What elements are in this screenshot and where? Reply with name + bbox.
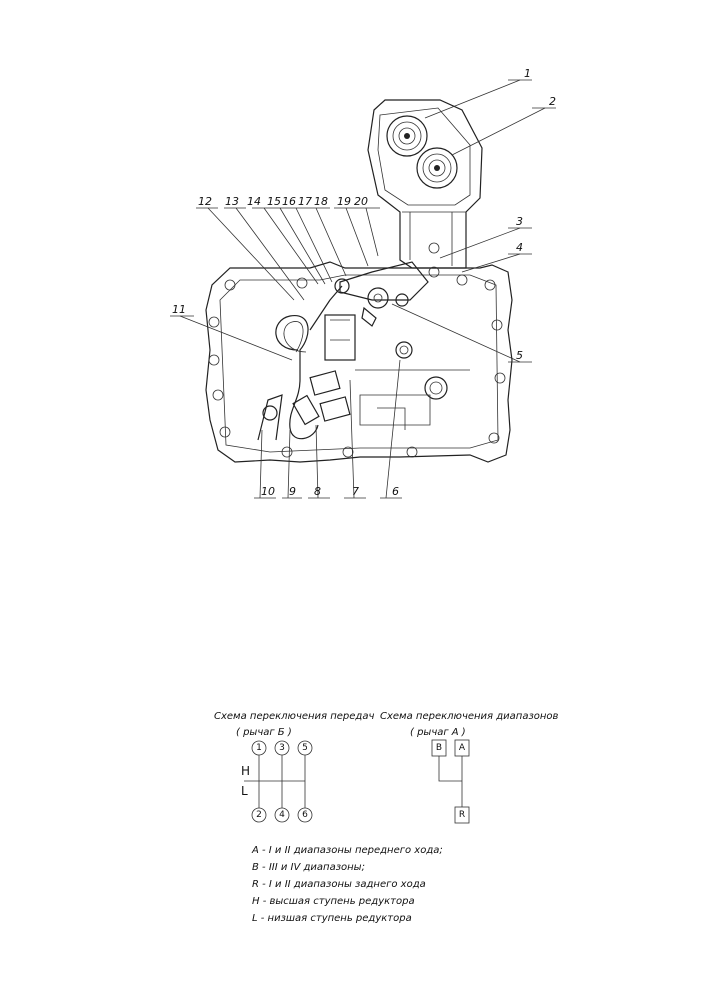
housing-inner <box>219 274 499 453</box>
callout-14: 14 <box>247 195 261 208</box>
legend-line-b: B - III и IV диапазоны; <box>252 862 365 873</box>
gear-position-2-label: 2 <box>256 810 262 820</box>
gear-scheme-title: Схема переключения передач <box>214 711 374 722</box>
range-scheme-title: Схема переключения диапазонов <box>380 711 559 722</box>
shift-linkage <box>309 261 429 361</box>
range-box-r-label: R <box>459 810 465 820</box>
callout-7: 7 <box>352 485 359 498</box>
shift-cable <box>275 315 319 440</box>
callout-6: 6 <box>392 485 399 498</box>
gear-position-1-label: 1 <box>256 743 262 753</box>
legend: A - I и II диапазоны переднего хода; B -… <box>251 845 443 924</box>
callout-4: 4 <box>516 241 523 254</box>
callout-3: 3 <box>516 215 523 228</box>
range-shift-scheme: Схема переключения диапазонов ( рычаг А … <box>380 711 559 824</box>
callout-8: 8 <box>314 485 321 498</box>
gear-position-5-label: 5 <box>302 743 308 753</box>
housing-outline <box>205 261 513 463</box>
legend-line-l: L - низшая ступень редуктора <box>252 913 412 924</box>
callout-16: 16 <box>282 195 296 208</box>
range-scheme-subtitle: ( рычаг А ) <box>410 727 466 738</box>
gear-position-3 <box>274 740 290 756</box>
callout-19: 19 <box>337 195 351 208</box>
leader-lines <box>170 79 556 499</box>
gearbox-assembly-drawing: 1 2 3 4 5 6 7 8 9 10 11 12 13 14 15 16 1… <box>170 67 556 499</box>
gear-position-6 <box>297 807 313 823</box>
internal-details <box>349 341 470 441</box>
callout-2: 2 <box>549 95 556 108</box>
callout-20: 20 <box>354 195 368 208</box>
gear-position-1 <box>251 740 267 756</box>
range-box-a-label: A <box>459 743 466 753</box>
upper-gear <box>386 115 428 157</box>
gear-position-2 <box>251 807 267 823</box>
callout-13: 13 <box>225 195 239 208</box>
gear-shift-scheme: Схема переключения передач ( рычаг Б ) 1… <box>214 711 374 823</box>
gear-position-4-label: 4 <box>279 810 285 820</box>
bolt-holes <box>208 242 506 458</box>
legend-line-a: A - I и II диапазоны переднего хода; <box>251 845 443 856</box>
legend-line-h: H - высшая ступень редуктора <box>252 896 415 907</box>
callout-5: 5 <box>516 349 523 362</box>
low-label: L <box>241 784 248 798</box>
callout-17: 17 <box>298 195 312 208</box>
lower-gear <box>416 147 458 189</box>
shift-valves <box>257 370 351 441</box>
range-box-b-label: B <box>436 743 442 753</box>
upper-housing <box>367 99 483 269</box>
gear-scheme-subtitle: ( рычаг Б ) <box>236 727 292 738</box>
callout-9: 9 <box>289 485 296 498</box>
legend-line-r: R - I и II диапазоны заднего хода <box>252 879 426 890</box>
high-label: H <box>241 764 250 778</box>
callout-18: 18 <box>314 195 328 208</box>
callout-1: 1 <box>524 67 531 80</box>
callout-10: 10 <box>261 485 275 498</box>
gear-position-4 <box>274 807 290 823</box>
gear-position-3-label: 3 <box>279 743 285 753</box>
gear-position-6-label: 6 <box>302 810 308 820</box>
callout-12: 12 <box>198 195 212 208</box>
callout-15: 15 <box>267 195 281 208</box>
callout-11: 11 <box>172 303 186 316</box>
gear-position-5 <box>297 740 313 756</box>
